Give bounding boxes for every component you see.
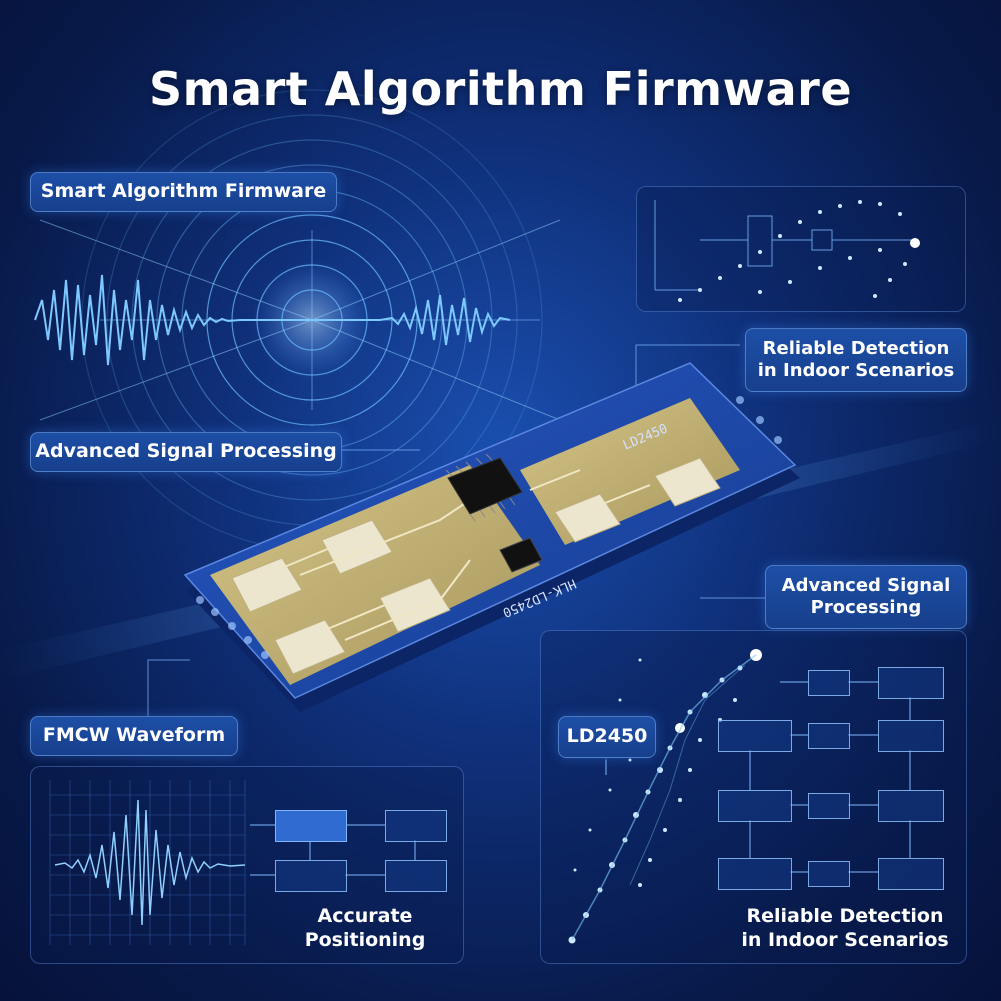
- flow-box-r10: [808, 861, 850, 887]
- advanced-signal-right-line1: Advanced Signal: [781, 574, 951, 596]
- flow-box-1: [275, 810, 347, 842]
- flow-box-3: [275, 860, 347, 892]
- reliable-detection-bottom-text: Reliable Detection in Indoor Scenarios: [735, 905, 955, 953]
- ld2450-pill: LD2450: [558, 716, 656, 758]
- flow-box-r7: [808, 793, 850, 819]
- flow-box-r5: [878, 720, 944, 752]
- flow-box-r4: [808, 723, 850, 749]
- flow-box-r2: [878, 667, 944, 699]
- fmcw-label: FMCW Waveform: [42, 724, 226, 747]
- flow-box-r9: [718, 858, 792, 890]
- flow-box-2: [385, 810, 447, 842]
- advanced-signal-pill-right: Advanced Signal Processing: [765, 565, 967, 629]
- accurate-positioning-text: Accurate Positioning: [300, 905, 430, 953]
- advanced-signal-right-line2: Processing: [810, 597, 922, 618]
- reliable-detection-pill-top: Reliable Detection in Indoor Scenarios: [745, 328, 967, 392]
- smart-algorithm-pill: Smart Algorithm Firmware: [30, 172, 337, 212]
- accurate-line1: Accurate: [317, 905, 413, 927]
- flow-box-r1: [808, 670, 850, 696]
- advanced-signal-pill-left: Advanced Signal Processing: [30, 432, 342, 472]
- flow-box-r11: [878, 858, 944, 890]
- advanced-signal-label-left: Advanced Signal Processing: [35, 440, 337, 463]
- signal-graph-panel: [636, 186, 966, 312]
- flow-box-4: [385, 860, 447, 892]
- reliable-bottom-line1: Reliable Detection: [746, 905, 944, 927]
- reliable-detection-top-line2: in Indoor Scenarios: [757, 360, 955, 381]
- reliable-detection-top-line1: Reliable Detection: [762, 337, 950, 359]
- flow-box-r8: [878, 790, 944, 822]
- flow-box-r6: [718, 790, 792, 822]
- ld2450-label: LD2450: [566, 725, 648, 748]
- reliable-bottom-line2: in Indoor Scenarios: [741, 928, 949, 951]
- fmcw-pill: FMCW Waveform: [30, 716, 238, 756]
- accurate-line2: Positioning: [304, 928, 426, 951]
- flow-box-r3: [718, 720, 792, 752]
- page-title: Smart Algorithm Firmware: [148, 62, 853, 116]
- smart-algorithm-label: Smart Algorithm Firmware: [40, 180, 327, 203]
